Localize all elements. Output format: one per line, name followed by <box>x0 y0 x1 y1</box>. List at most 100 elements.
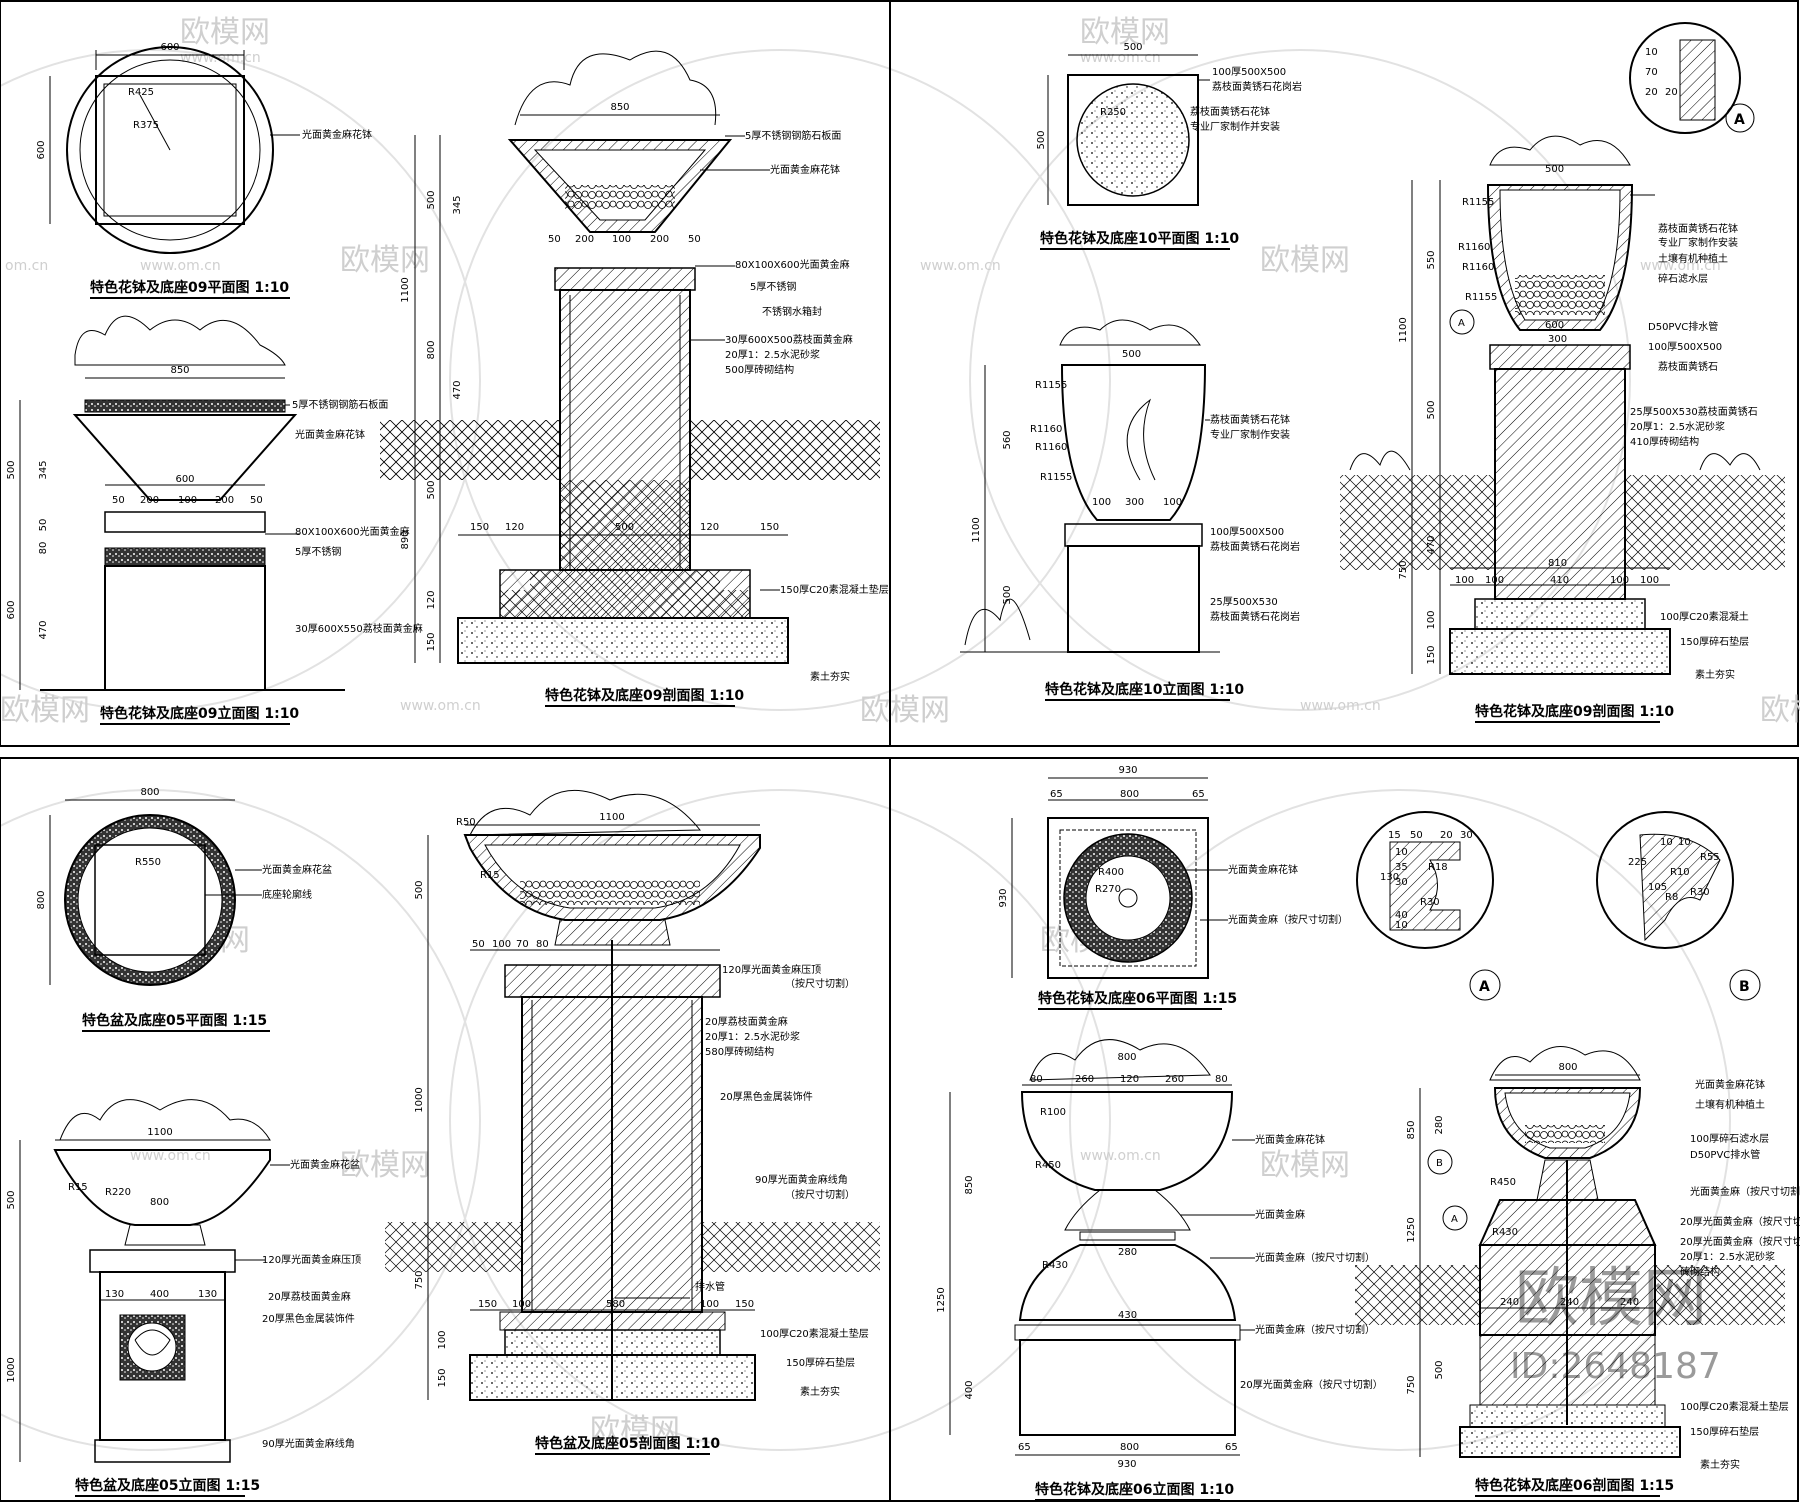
elevation-05: 1100 800 R15 R220 130 400 130 500 1000 光… <box>6 1099 361 1497</box>
radius-label: R450 <box>1035 1160 1061 1171</box>
elev-title: 特色花钵及底座09立面图 1:10 <box>100 705 299 722</box>
radius-label: R425 <box>128 87 154 98</box>
callout-text: 100厚500X500 <box>1210 526 1284 538</box>
dim-text: 500 <box>426 190 437 209</box>
dim-text: 430 <box>1118 1310 1137 1321</box>
dim-text: 800 <box>1558 1062 1577 1073</box>
radius-label: R8 <box>1665 892 1678 903</box>
plan-title: 特色花钵及底座06平面图 1:15 <box>1038 990 1237 1007</box>
callout-text: 光面黄金麻花钵 <box>1255 1133 1325 1146</box>
frame-bottom-right <box>889 757 1799 1502</box>
callout-text: 光面黄金麻花盆 <box>290 1158 360 1171</box>
callout-text: 光面黄金麻（按尺寸切割） <box>1228 913 1348 926</box>
dim-text: 100 <box>1426 610 1437 629</box>
callout-text: 土壤有机种植土 <box>1695 1098 1765 1111</box>
dim-text: 100 <box>1163 497 1182 508</box>
callout-text: 90厚光面黄金麻线角 <box>755 1173 848 1186</box>
callout-text: 荔枝面黄锈石花钵 <box>1210 413 1290 426</box>
dim-text: 300 <box>1125 497 1144 508</box>
elevation-09: 850 600 500 345 600 470 50 80 50 200 100… <box>6 315 423 725</box>
dim-text: 100 <box>700 1299 719 1310</box>
section-title: 特色盆及底座05剖面图 1:10 <box>535 1435 720 1452</box>
callout-text: 光面黄金麻 <box>1255 1208 1305 1221</box>
dim-text: 470 <box>452 380 463 399</box>
dim-text: 10 <box>1395 920 1408 931</box>
elevation-06: 800 80 260 120 260 80 280 430 R450 R430 … <box>936 1039 1383 1501</box>
dim-text: 80 <box>38 542 49 555</box>
callout-text: 20厚光面黄金麻（按尺寸切割） <box>1240 1378 1383 1391</box>
dim-text: 150 <box>760 522 779 533</box>
dim-text: 100 <box>1610 575 1629 586</box>
dim-text: 65 <box>1050 789 1063 800</box>
radius-label: R450 <box>1490 1177 1516 1188</box>
dim-text: 50 <box>250 495 263 506</box>
wm-url: www.om.cn <box>130 1148 211 1164</box>
dim-text: 35 <box>1395 862 1408 873</box>
callout-text: 20厚1：2.5水泥砂浆 <box>1680 1250 1775 1263</box>
callout-text: 排水管 <box>695 1280 725 1293</box>
dim-text: 100 <box>178 495 197 506</box>
dim-text: 10 <box>1660 837 1673 848</box>
dim-text: 130 <box>1380 872 1399 883</box>
detail-marker: B <box>1436 1158 1443 1169</box>
dim-text: 15 <box>1388 830 1401 841</box>
radius-label: R1160 <box>1462 262 1494 273</box>
dim-text: 300 <box>1548 334 1567 345</box>
dim-text: 1100 <box>599 812 624 823</box>
panel-bottom-left: 800 800 R550 光面黄金麻花盆 底座轮廓线 特色盆及底座05平面图 1… <box>6 787 880 1497</box>
radius-label: R1155 <box>1035 380 1067 391</box>
callout-text: 80X100X600光面黄金麻 <box>735 258 850 271</box>
dim-text: 50 <box>472 939 485 950</box>
wm-url: www.om.cn <box>400 698 481 714</box>
wm-url: www.om.cn <box>1640 258 1721 274</box>
callout-text: 30厚600X500荔枝面黄金麻 <box>725 333 853 346</box>
wm-url: www.om.cn <box>180 50 261 66</box>
callout-text: 光面黄金麻花盆 <box>262 863 332 876</box>
section-callouts: 120厚光面黄金麻压顶 （按尺寸切割） 20厚荔枝面黄金麻 20厚1：2.5水泥… <box>615 963 869 1398</box>
dim-text: 800 <box>1120 1442 1139 1453</box>
detail-label: B <box>1739 979 1750 995</box>
radius-label: R18 <box>1428 862 1448 873</box>
callout-text: 25厚500X530荔枝面黄锈石 <box>1630 405 1758 418</box>
callout-text: 20厚1：2.5水泥砂浆 <box>705 1030 800 1043</box>
dim-text: 400 <box>964 1380 975 1399</box>
radius-label: R55 <box>1700 852 1720 863</box>
radius-label: R1160 <box>1035 442 1067 453</box>
wm-url: www.om.cn <box>1300 698 1381 714</box>
callout-text: 素土夯实 <box>1695 668 1735 681</box>
callout-text: 5厚不锈钢 <box>295 545 341 558</box>
dim-text: 600 <box>6 600 17 619</box>
callout-text: 荔枝面黄锈石 <box>1658 360 1718 373</box>
dim-text: 105 <box>1648 882 1667 893</box>
radius-label: R250 <box>1100 107 1126 118</box>
callout-text: 素土夯实 <box>810 670 850 683</box>
radius-label: R100 <box>1040 1107 1066 1118</box>
dim-text: 800 <box>140 787 159 798</box>
dim-text: 50 <box>112 495 125 506</box>
dim-text: 890 <box>400 530 411 549</box>
radius-label: R400 <box>1098 867 1124 878</box>
dim-text: 80 <box>1215 1074 1228 1085</box>
callout-text: 素土夯实 <box>1700 1458 1740 1471</box>
dim-text: 10 <box>1678 837 1691 848</box>
dim-text: 810 <box>1548 558 1567 569</box>
dim-text: 30 <box>1460 830 1473 841</box>
section-09b: 1100 550 500 750 470 100 150 500 600 300… <box>1340 22 1785 723</box>
dim-text: 120 <box>700 522 719 533</box>
dim-text: 500 <box>426 480 437 499</box>
callout-text: 5厚不锈钢钢筋石板面 <box>292 398 388 411</box>
panel-top-left: 600 600 R425 R375 光面黄金麻花钵 特色花钵及底座09平面图 1… <box>6 42 889 725</box>
plan-title: 特色花钵及底座09平面图 1:10 <box>90 279 289 296</box>
detail-marker: A <box>1458 318 1465 329</box>
radius-label: R1160 <box>1458 242 1490 253</box>
dim-text: 580 <box>606 1299 625 1310</box>
radius-label: R375 <box>133 120 159 131</box>
dim-text: 65 <box>1192 789 1205 800</box>
dim-text: 750 <box>1398 560 1409 579</box>
dim-text: 200 <box>650 234 669 245</box>
radius-label: R1155 <box>1465 292 1497 303</box>
wm-brand: 欧模网 <box>1080 15 1170 50</box>
section-06: 800 240 240 240 R450 R430 1250 280 850 7… <box>1355 1046 1800 1497</box>
callout-text: 150厚碎石垫层 <box>786 1356 855 1369</box>
